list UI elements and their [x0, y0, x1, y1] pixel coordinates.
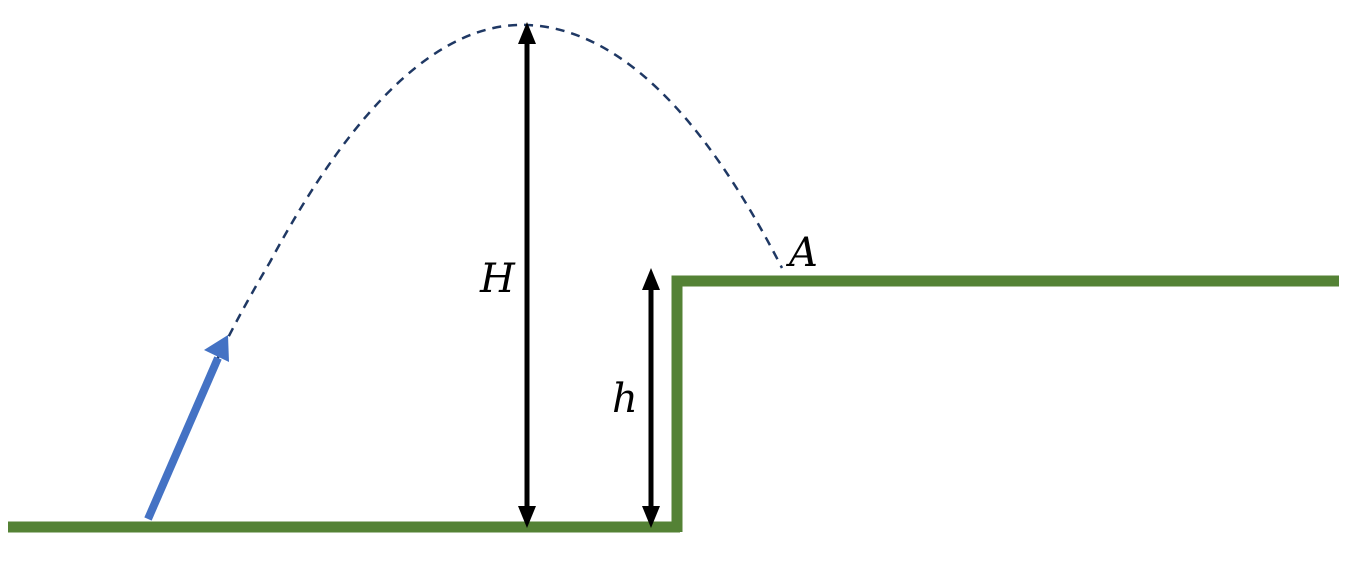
step-height-label: h [612, 376, 638, 422]
velocity-arrow [144, 356, 222, 521]
velocity-arrow-head [204, 335, 229, 362]
landing-point-label: A [785, 230, 818, 276]
step-height-bottom-arrowhead [642, 506, 660, 528]
max-height-label: H [479, 256, 516, 302]
max-height-bottom-arrowhead [518, 506, 536, 528]
max-height-top-arrowhead [518, 22, 536, 44]
step-height-top-arrowhead [642, 268, 660, 290]
step-ground-line [671, 275, 1339, 532]
trajectory-path [164, 23, 784, 484]
